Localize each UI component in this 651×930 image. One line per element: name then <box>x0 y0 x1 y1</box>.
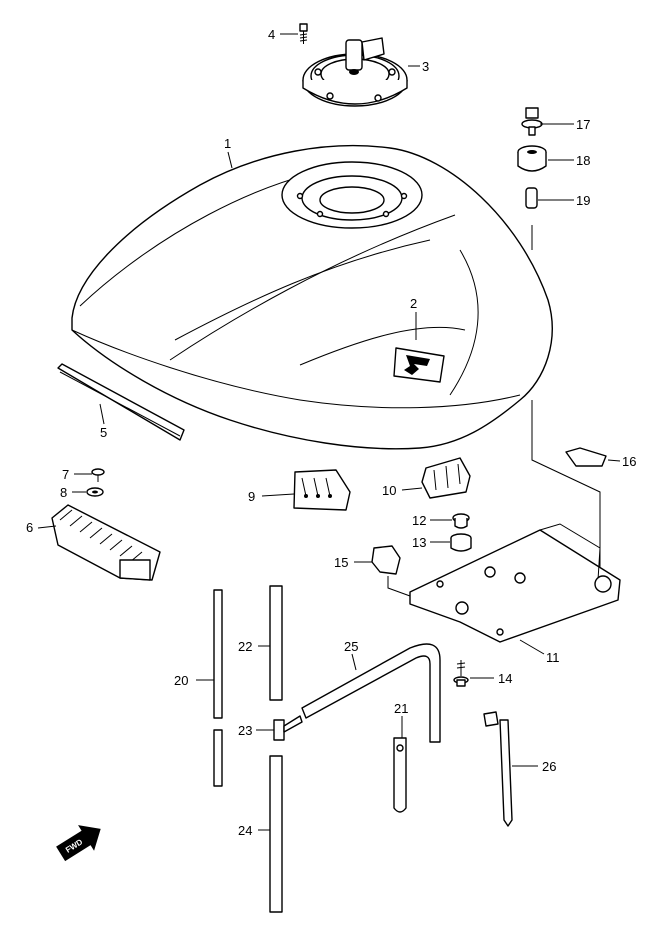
part-label-9: 9 <box>248 489 255 504</box>
part-17-bolt <box>521 107 543 136</box>
part-4-screw <box>299 23 308 44</box>
part-label-23: 23 <box>238 723 252 738</box>
part-26-prop-rod <box>483 711 513 827</box>
part-label-26: 26 <box>542 759 556 774</box>
part-label-13: 13 <box>412 535 426 550</box>
part-label-5: 5 <box>100 425 107 440</box>
part-15-cushion <box>371 545 401 575</box>
part-label-20: 20 <box>174 673 188 688</box>
part-label-15: 15 <box>334 555 348 570</box>
part-13-grommet <box>450 533 472 552</box>
assembly-guide-line <box>531 225 601 580</box>
part-label-11: 11 <box>546 650 560 665</box>
part-11-bracket <box>387 523 621 643</box>
part-25-bent-hose <box>301 643 441 743</box>
part-2-emblem <box>393 347 445 383</box>
part-label-21: 21 <box>394 701 408 716</box>
part-label-17: 17 <box>576 117 590 132</box>
part-label-3: 3 <box>422 59 429 74</box>
part-23-t-joint <box>273 715 303 741</box>
part-label-7: 7 <box>62 467 69 482</box>
part-10-cushion <box>421 457 471 499</box>
part-label-12: 12 <box>412 513 426 528</box>
part-7-screw <box>91 468 105 482</box>
part-1-fuel-tank <box>71 144 553 450</box>
part-label-2: 2 <box>410 296 417 311</box>
part-3-fuel-cap <box>302 37 408 107</box>
part-label-16: 16 <box>622 454 636 469</box>
part-16-pad <box>565 447 607 467</box>
part-label-10: 10 <box>382 483 396 498</box>
part-14-bolt <box>453 660 469 687</box>
part-6-knee-pad <box>51 504 161 581</box>
part-5-rubber-strip <box>57 363 185 441</box>
part-12-bolt <box>452 513 470 529</box>
part-19-collar <box>525 187 538 209</box>
leader-lines <box>37 33 621 831</box>
part-label-24: 24 <box>238 823 252 838</box>
part-label-4: 4 <box>268 27 275 42</box>
part-label-22: 22 <box>238 639 252 654</box>
part-label-25: 25 <box>344 639 358 654</box>
part-label-6: 6 <box>26 520 33 535</box>
part-label-8: 8 <box>60 485 67 500</box>
part-22-hose <box>269 585 283 701</box>
part-18-damper <box>517 145 547 172</box>
part-24-hose <box>269 755 283 913</box>
part-20-hose <box>213 589 223 787</box>
part-label-14: 14 <box>498 671 512 686</box>
part-21-clamp <box>393 737 407 813</box>
part-label-1: 1 <box>224 136 231 151</box>
part-label-19: 19 <box>576 193 590 208</box>
part-9-cushion <box>293 469 351 511</box>
part-8-washer <box>86 487 104 497</box>
part-number-labels: 1 2 3 4 5 6 7 8 9 10 11 12 13 14 15 16 1… <box>26 27 636 838</box>
part-label-18: 18 <box>576 153 590 168</box>
forward-arrow-icon: FWD <box>56 825 101 862</box>
